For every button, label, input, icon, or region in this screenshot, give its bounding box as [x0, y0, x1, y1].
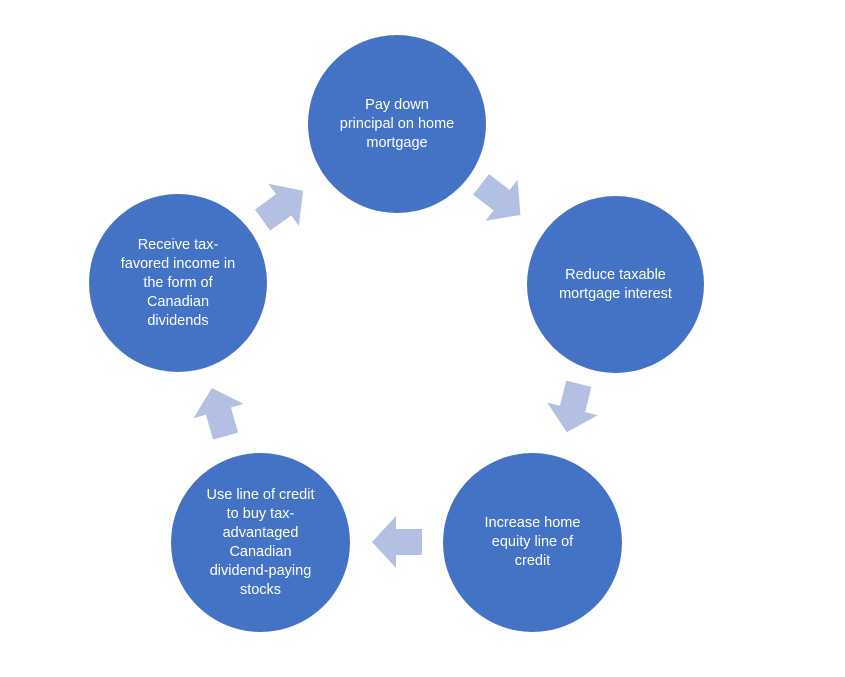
arrow-icon-2-to-3 [541, 377, 605, 439]
arrow-icon-1-to-2 [465, 163, 537, 236]
arrow-icon-5-to-1 [247, 169, 319, 242]
cycle-node-label: Receive tax- favored income in the form … [120, 236, 236, 329]
cycle-node-buy-dividend-stocks: Use line of credit to buy tax- advantage… [171, 453, 350, 632]
cycle-node-reduce-taxable-interest: Reduce taxable mortgage interest [527, 196, 704, 373]
arrow-icon-3-to-4 [372, 516, 422, 568]
cycle-node-label: Reduce taxable mortgage interest [559, 266, 672, 302]
cycle-node-label: Pay down principal on home mortgage [339, 96, 455, 151]
cycle-node-increase-heloc: Increase home equity line of credit [443, 453, 622, 632]
cycle-node-label: Increase home equity line of credit [484, 515, 581, 569]
cycle-node-label: Use line of credit to buy tax- advantage… [206, 486, 315, 598]
arrow-icon-4-to-5 [186, 380, 251, 444]
cycle-node-receive-dividends: Receive tax- favored income in the form … [89, 194, 267, 372]
cycle-node-pay-down-principal: Pay down principal on home mortgage [308, 35, 486, 213]
